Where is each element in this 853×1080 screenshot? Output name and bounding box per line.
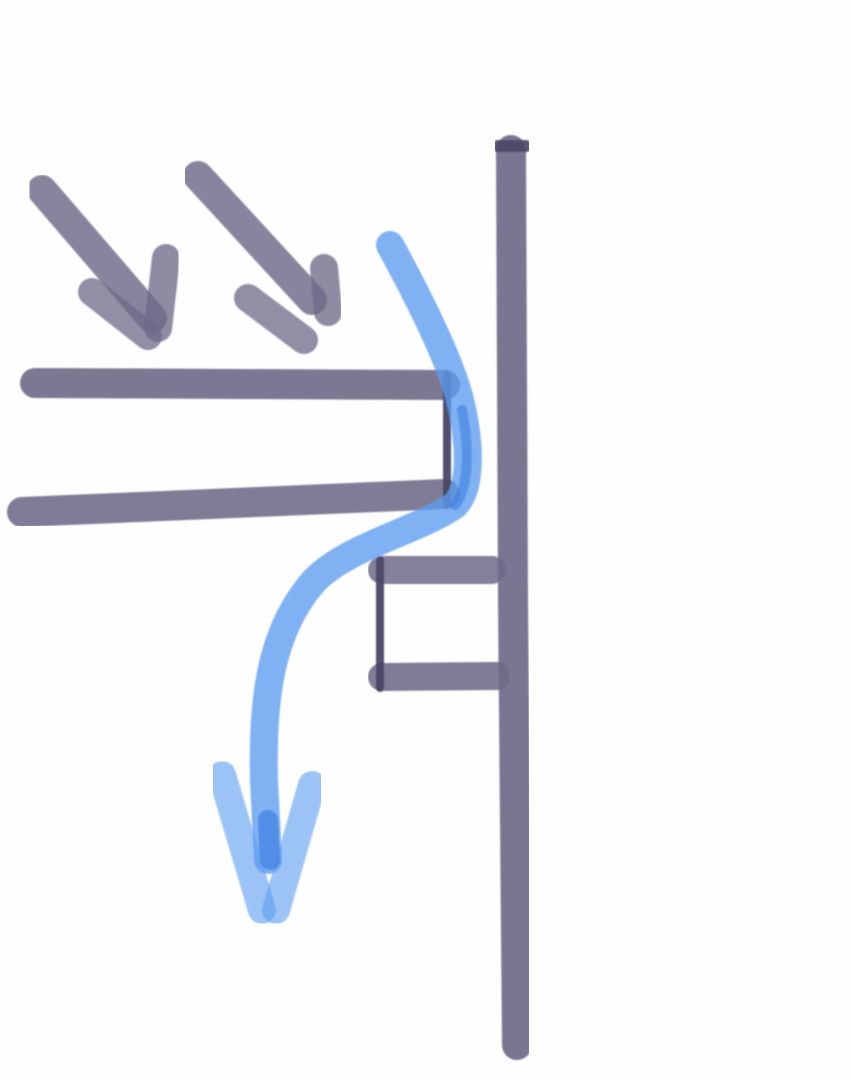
arrow-down-icon <box>208 761 326 924</box>
water-flow-path <box>249 231 482 874</box>
arrow-down-right-icon <box>183 161 342 354</box>
arrow-down-right-icon <box>27 175 180 350</box>
upper-ledge <box>7 368 460 527</box>
vertical-wall <box>492 135 532 1060</box>
wall-bracket <box>368 556 511 692</box>
